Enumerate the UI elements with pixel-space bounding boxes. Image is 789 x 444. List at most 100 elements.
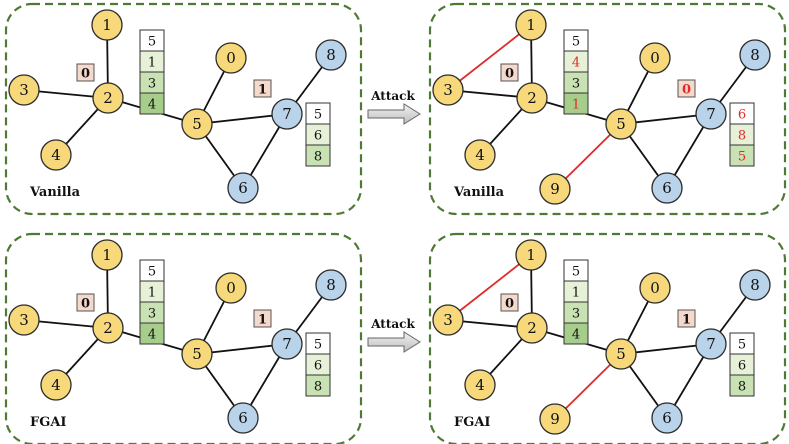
left-feature-stack-cell xyxy=(563,322,589,345)
node-7: 7 xyxy=(695,328,727,360)
left-feature-stack-value: 5 xyxy=(572,35,580,50)
node-label: 4 xyxy=(475,146,485,164)
node-circle xyxy=(315,269,347,301)
importance-badge: 1 xyxy=(253,309,272,328)
node-label: 8 xyxy=(326,46,336,64)
badge-box xyxy=(677,79,696,98)
node-circle xyxy=(651,402,683,434)
node-label: 6 xyxy=(662,179,672,197)
left-feature-stack-value: 5 xyxy=(572,265,580,280)
arrow-shape xyxy=(367,331,421,353)
attack-arrow: Attack xyxy=(367,89,421,125)
right-feature-stack-value: 5 xyxy=(314,108,322,123)
node-label: 1 xyxy=(102,246,112,264)
node-label: 2 xyxy=(103,89,113,107)
node-4: 4 xyxy=(40,139,72,171)
right-feature-stack: 568 xyxy=(305,332,331,397)
node-label: 7 xyxy=(282,335,292,353)
left-feature-stack-cell xyxy=(563,92,589,115)
badge-value: 0 xyxy=(81,67,90,82)
node-circle xyxy=(92,312,124,344)
node-circle xyxy=(227,402,259,434)
right-feature-stack: 568 xyxy=(729,332,755,397)
node-label: 0 xyxy=(226,279,236,297)
node-circle xyxy=(91,9,123,41)
node-circle xyxy=(464,139,496,171)
node-3: 3 xyxy=(432,74,464,106)
node-label: 8 xyxy=(750,46,760,64)
node-label: 9 xyxy=(550,180,560,198)
node-circle xyxy=(91,239,123,271)
panels: 513456801012345678Vanilla543168500012345… xyxy=(4,2,787,444)
node-circle xyxy=(181,108,213,140)
left-feature-stack-value: 4 xyxy=(572,56,580,71)
badge-box xyxy=(76,63,95,82)
node-8: 8 xyxy=(315,39,347,71)
node-label: 8 xyxy=(326,276,336,294)
node-label: 3 xyxy=(443,311,453,329)
importance-badge: 1 xyxy=(253,79,272,98)
badge-value: 1 xyxy=(258,313,267,328)
node-6: 6 xyxy=(227,402,259,434)
left-feature-stack-value: 3 xyxy=(148,307,156,322)
node-label: 6 xyxy=(662,409,672,427)
left-feature-stack-value: 1 xyxy=(148,286,156,301)
attack-arrow: Attack xyxy=(367,317,421,353)
badge-box xyxy=(253,79,272,98)
node-2: 2 xyxy=(92,312,124,344)
badge-box xyxy=(500,293,519,312)
node-circle xyxy=(695,98,727,130)
node-circle xyxy=(515,9,547,41)
left-feature-stack-value: 3 xyxy=(148,77,156,92)
badge-box xyxy=(76,293,95,312)
node-label: 1 xyxy=(526,16,536,34)
attack-edge-3-1 xyxy=(447,254,532,321)
node-label: 5 xyxy=(192,115,202,133)
node-label: 1 xyxy=(526,246,536,264)
attack-label: Attack xyxy=(370,317,415,331)
right-feature-stack-value: 6 xyxy=(738,359,746,374)
right-feature-stack-cell xyxy=(729,144,755,167)
node-6: 6 xyxy=(651,172,683,204)
panel-frame xyxy=(4,232,363,444)
node-4: 4 xyxy=(464,139,496,171)
badge-value: 1 xyxy=(682,313,691,328)
node-5: 5 xyxy=(605,338,637,370)
node-9: 9 xyxy=(539,173,571,205)
panel-frame xyxy=(428,232,787,444)
node-circle xyxy=(315,39,347,71)
node-label: 2 xyxy=(527,319,537,337)
node-circle xyxy=(40,139,72,171)
node-8: 8 xyxy=(739,269,771,301)
panel-label: FGAI xyxy=(30,415,67,430)
node-8: 8 xyxy=(315,269,347,301)
left-feature-stack-value: 1 xyxy=(148,56,156,71)
node-circle xyxy=(605,108,637,140)
node-circle xyxy=(516,312,548,344)
node-9: 9 xyxy=(539,403,571,435)
badge-value: 0 xyxy=(682,83,691,98)
node-circle xyxy=(271,98,303,130)
node-circle xyxy=(515,239,547,271)
node-0: 0 xyxy=(215,42,247,74)
left-feature-stack-value: 4 xyxy=(148,98,156,113)
panel-label: Vanilla xyxy=(453,185,505,200)
node-6: 6 xyxy=(651,402,683,434)
panel-frame xyxy=(428,2,787,216)
left-feature-stack-value: 3 xyxy=(572,307,580,322)
importance-badge: 0 xyxy=(677,79,696,98)
node-4: 4 xyxy=(464,369,496,401)
node-1: 1 xyxy=(91,9,123,41)
node-label: 5 xyxy=(616,115,626,133)
node-1: 1 xyxy=(91,239,123,271)
badge-value: 0 xyxy=(505,67,514,82)
node-circle xyxy=(516,82,548,114)
